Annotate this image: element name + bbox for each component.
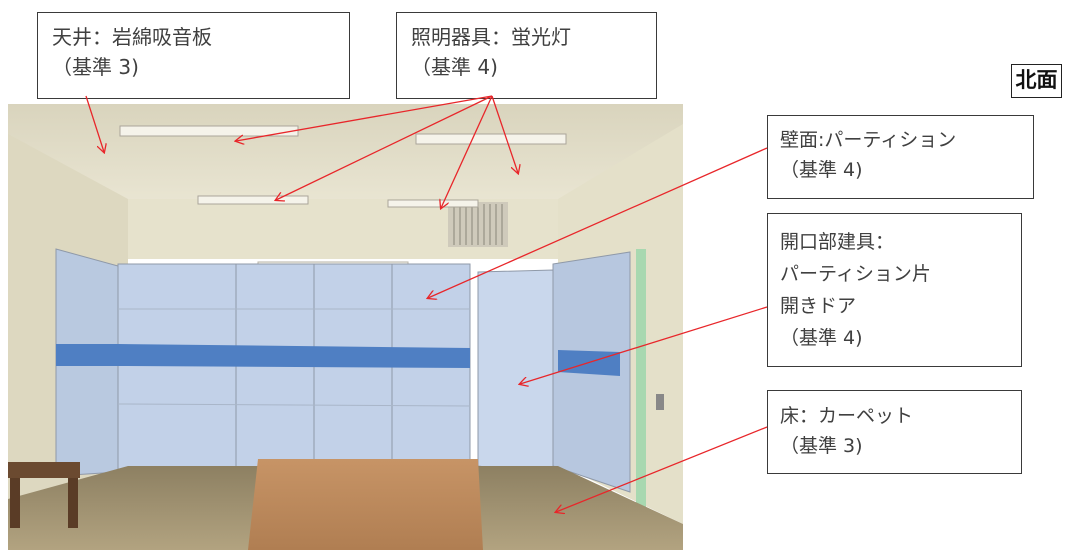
callout-wall: 壁面:パーティション （基準 4) bbox=[767, 115, 1034, 199]
table bbox=[248, 459, 483, 550]
bench bbox=[8, 462, 80, 478]
callout-floor: 床：カーペット （基準 3) bbox=[767, 390, 1022, 474]
callout-door-line2: パーティション片 bbox=[780, 263, 931, 285]
callout-lighting-standard: （基準 4) bbox=[411, 55, 498, 79]
back-wall bbox=[78, 199, 638, 259]
callout-ceiling-standard: （基準 3) bbox=[52, 55, 139, 79]
callout-ceiling-title: 天井：岩綿吸音板 bbox=[52, 25, 212, 49]
ceiling-light-1 bbox=[119, 125, 299, 137]
ceiling-light-2 bbox=[415, 133, 567, 145]
ceiling-light-4 bbox=[387, 199, 479, 208]
door-frame-green bbox=[636, 249, 646, 509]
north-face-label: 北面 bbox=[1011, 64, 1062, 98]
callout-door-standard: （基準 4) bbox=[780, 327, 863, 349]
room-photo bbox=[8, 104, 683, 550]
ceiling-light-3 bbox=[197, 195, 309, 205]
callout-lighting-title: 照明器具：蛍光灯 bbox=[411, 25, 571, 49]
callout-door-line3: 開きドア bbox=[780, 295, 857, 317]
callout-ceiling: 天井：岩綿吸音板 （基準 3) bbox=[37, 12, 350, 99]
callout-lighting: 照明器具：蛍光灯 （基準 4) bbox=[396, 12, 657, 99]
wall-switch bbox=[656, 394, 664, 410]
partition-door bbox=[477, 269, 554, 477]
callout-wall-title: 壁面:パーティション bbox=[780, 129, 957, 151]
callout-door: 開口部建具： パーティション片 開きドア （基準 4) bbox=[767, 213, 1022, 367]
callout-floor-title: 床：カーペット bbox=[780, 405, 914, 427]
callout-floor-standard: （基準 3) bbox=[780, 435, 863, 457]
callout-wall-standard: （基準 4) bbox=[780, 159, 863, 181]
callout-door-title: 開口部建具： bbox=[780, 231, 895, 253]
